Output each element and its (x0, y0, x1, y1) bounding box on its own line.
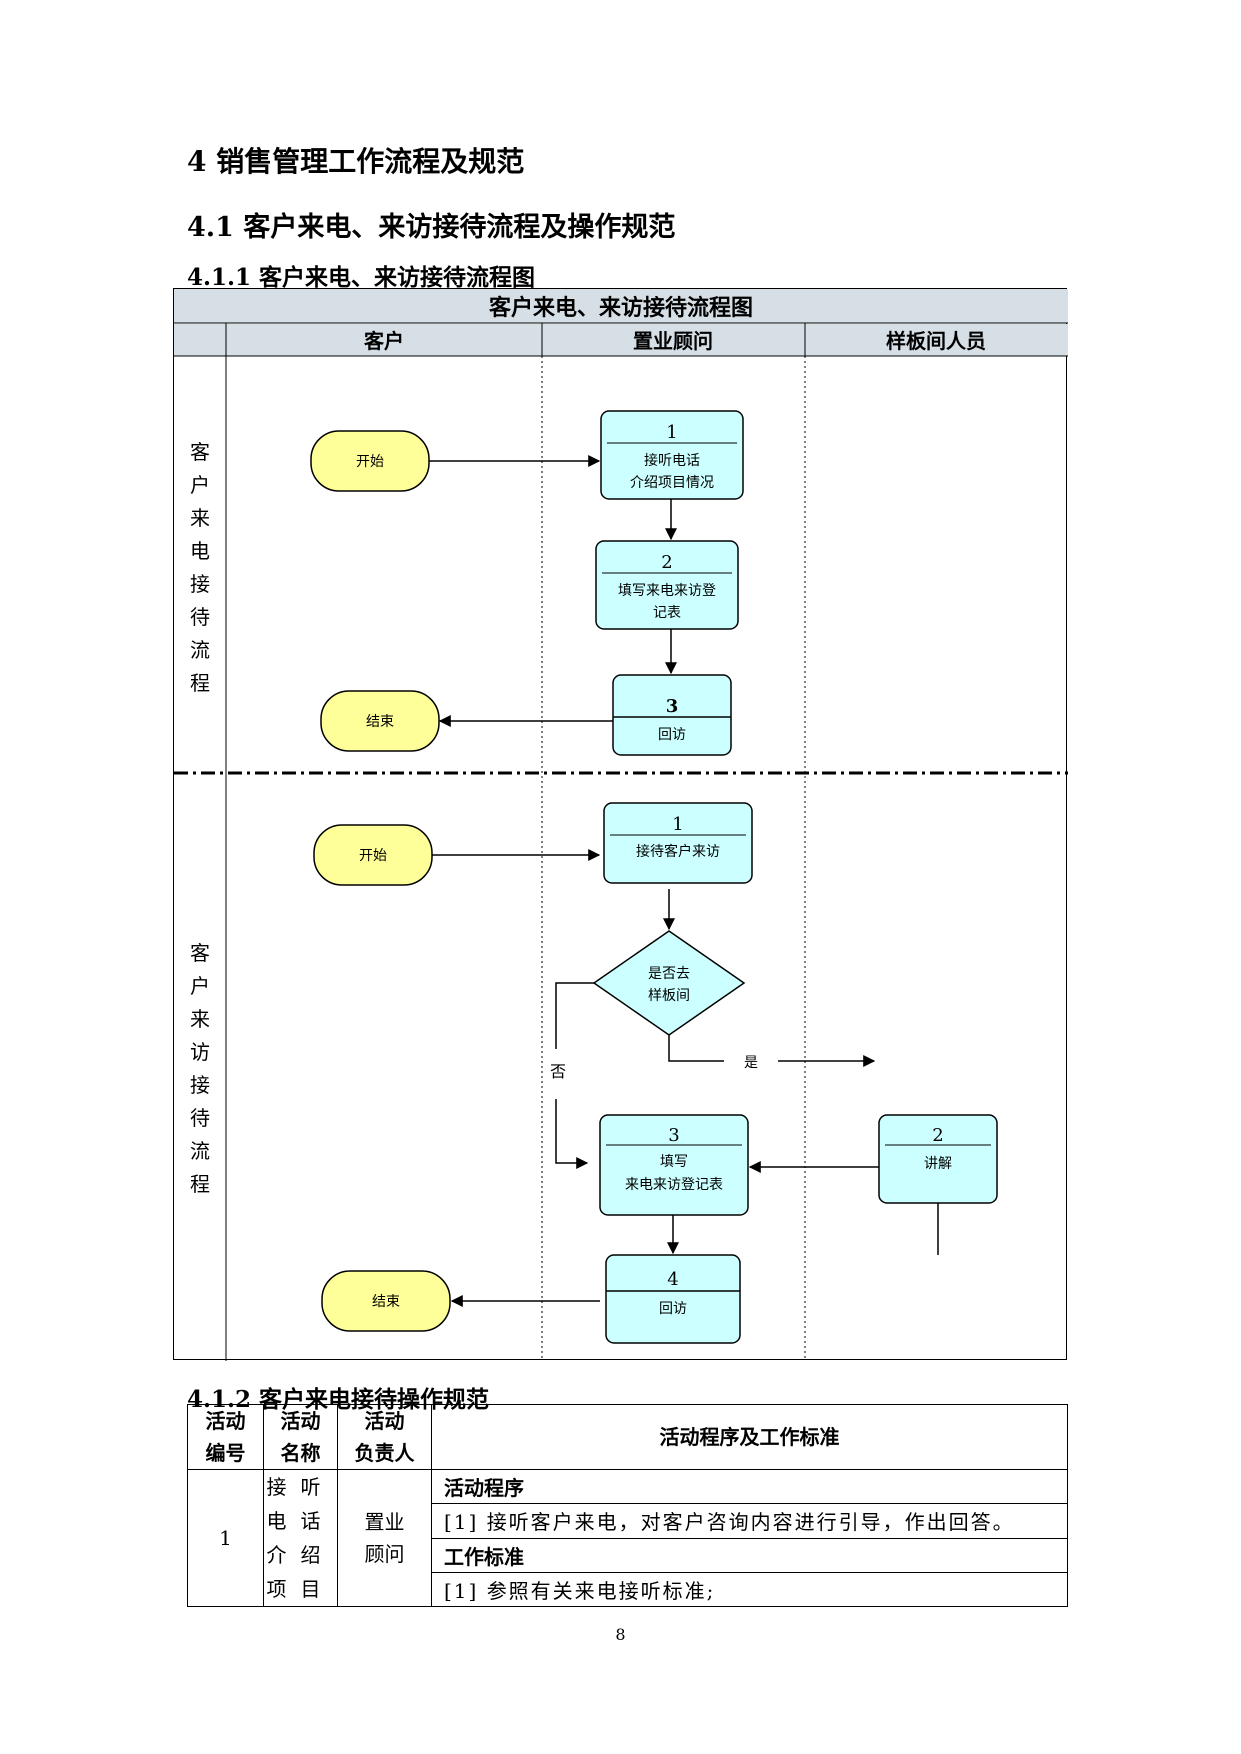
visit-yes-line-a (668, 1035, 724, 1062)
svg-text:接待客户来访: 接待客户来访 (636, 843, 720, 860)
svg-text:讲解: 讲解 (924, 1156, 952, 1172)
visit-step1-node: 1 接待客户来访 (603, 802, 753, 884)
standard-text: [1] 参照有关来电接听标准; (431, 1571, 1068, 1608)
section-label-phone: 客户来电接待流程 (190, 440, 210, 695)
svg-text:开始: 开始 (356, 454, 384, 470)
flowchart-heading: 4.1.1 客户来电、来访接待流程图 (187, 264, 536, 291)
phone-step3-node: 3 回访 (612, 674, 732, 756)
svg-text:介绍项目情况: 介绍项目情况 (630, 475, 714, 491)
visit-step4-node: 4 回访 (605, 1254, 741, 1344)
visit-decision-node: 是否去 样板间 (592, 930, 746, 1036)
visit-no-label: 否 (550, 1062, 566, 1081)
visit-end-node: 结束 (321, 1270, 451, 1332)
procedure-text: [1] 接听客户来电，对客户咨询内容进行引导，作出回答。 (431, 1503, 1068, 1539)
svg-text:填写: 填写 (660, 1154, 688, 1170)
svg-text:2: 2 (661, 552, 672, 573)
section-label-visit: 客户来访接待流程 (190, 941, 210, 1196)
svg-text:开始: 开始 (359, 848, 387, 864)
phone-step2-node: 2 填写来电来访登 记表 (595, 540, 739, 630)
visit-step3-node: 3 填写 来电来访登记表 (599, 1114, 749, 1216)
svg-text:3: 3 (666, 696, 679, 717)
lane-header-band (174, 324, 1068, 356)
table-row: 工作标准 (188, 1537, 1068, 1573)
section-heading: 4 销售管理工作流程及规范 (187, 145, 525, 178)
svg-text:1: 1 (666, 422, 677, 443)
flowchart: 客户来电、来访接待流程图 客户 置业顾问 样板间人员 客户来电接待流程 客户来访… (173, 288, 1068, 1361)
phone-start-node: 开始 (310, 430, 430, 492)
svg-text:记表: 记表 (653, 605, 681, 621)
table-row: [1] 参照有关来电接听标准; (188, 1571, 1068, 1608)
svg-text:结束: 结束 (366, 714, 394, 730)
visit-no-line-a (555, 982, 594, 1049)
svg-text:填写来电来访登: 填写来电来访登 (618, 583, 716, 599)
spec-table: 活动编号 活动名称 活动负责人 活动程序及工作标准 1 接听 电话 介绍 项目 … (187, 1404, 1068, 1608)
table-row: 1 接听 电话 介绍 项目 置业 顾问 活动程序 (187, 1468, 1068, 1607)
flowchart-title: 客户来电、来访接待流程图 (489, 295, 753, 321)
subsection-heading: 4.1 客户来电、来访接待流程及操作规范 (187, 212, 676, 243)
svg-text:结束: 结束 (372, 1294, 400, 1310)
svg-text:2: 2 (932, 1125, 943, 1146)
activity-owner: 置业 顾问 (337, 1469, 432, 1607)
svg-text:3: 3 (668, 1125, 679, 1146)
phone-step1-node: 1 接听电话 介绍项目情况 (600, 410, 744, 500)
header-owner: 活动负责人 (337, 1404, 432, 1470)
svg-text:回访: 回访 (659, 1301, 687, 1317)
svg-text:样板间: 样板间 (648, 988, 690, 1004)
lane-header-customer: 客户 (363, 329, 404, 353)
lane-header-consultant: 置业顾问 (633, 329, 713, 353)
svg-text:接听电话: 接听电话 (644, 452, 700, 469)
svg-text:4: 4 (667, 1269, 678, 1290)
activity-number: 1 (187, 1469, 264, 1607)
procedure-label: 活动程序 (431, 1468, 1068, 1505)
svg-text:回访: 回访 (658, 727, 686, 743)
phone-end-node: 结束 (320, 690, 440, 752)
svg-text:是否去: 是否去 (648, 966, 690, 982)
table-row: [1] 接听客户来电，对客户咨询内容进行引导，作出回答。 (188, 1503, 1068, 1539)
lane-header-showroom: 样板间人员 (886, 329, 986, 353)
svg-text:1: 1 (672, 814, 683, 835)
header-activity-name: 活动名称 (263, 1404, 338, 1470)
spec-header-row: 活动编号 活动名称 活动负责人 活动程序及工作标准 (187, 1404, 1068, 1470)
visit-start-node: 开始 (313, 824, 433, 886)
visit-yes-label: 是 (744, 1055, 758, 1071)
header-procedure-standard: 活动程序及工作标准 (431, 1404, 1068, 1470)
visit-no-arrow (555, 1099, 589, 1169)
flowchart-title-band (174, 289, 1068, 323)
flowchart-canvas: 客户来电、来访接待流程图 客户 置业顾问 样板间人员 客户来电接待流程 客户来访… (174, 289, 1068, 1361)
header-activity-number: 活动编号 (187, 1404, 264, 1470)
svg-text:来电来访登记表: 来电来访登记表 (625, 1177, 723, 1193)
standard-label: 工作标准 (431, 1537, 1068, 1573)
visit-step2-node: 2 讲解 (878, 1114, 998, 1204)
activity-name: 接听 电话 介绍 项目 (263, 1469, 338, 1607)
page-number: 8 (615, 1625, 626, 1644)
